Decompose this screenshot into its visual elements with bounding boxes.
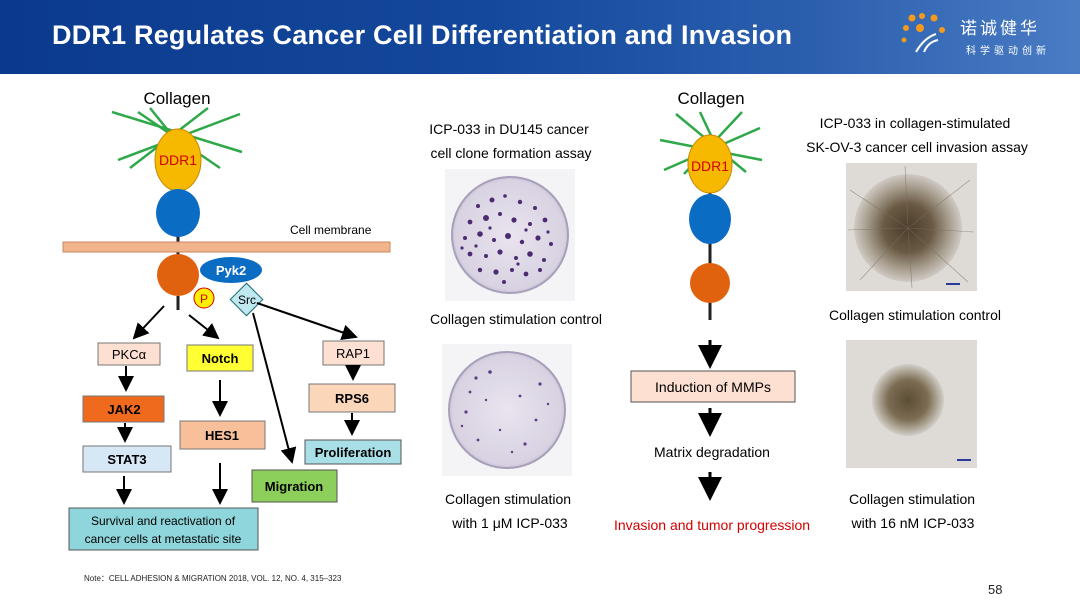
rap1-box (322, 340, 385, 366)
pkc-label: PKCα (112, 347, 147, 362)
brand-logo: 诺诚健华 科学驱动创新 (900, 12, 1070, 62)
pkc-box (97, 342, 161, 366)
brand-mark-icon (901, 13, 945, 53)
pathway-diagram: Collagen DDR1 Cell membrane Pyk2 P Src P… (62, 89, 1028, 551)
proliferation-label: Proliferation (315, 445, 392, 460)
clone-treated-label-line1: Collagen stimulation (445, 491, 571, 507)
phospho-node (193, 287, 215, 309)
clone-control-label: Collagen stimulation control (430, 311, 602, 327)
survival-box (68, 507, 259, 551)
invasion-assay-title-line1: ICP-033 in collagen-stimulated (820, 115, 1011, 131)
left-ddr1-label: DDR1 (159, 152, 197, 168)
jak2-label: JAK2 (107, 402, 140, 417)
jak2-box (82, 395, 165, 423)
invasion-treated-label-line1: Collagen stimulation (849, 491, 975, 507)
brand-slogan: 科学驱动创新 (966, 46, 1050, 57)
invasion-label: Invasion and tumor progression (614, 517, 810, 533)
left-kinase-domain (157, 254, 199, 296)
phospho-label: P (200, 292, 208, 306)
pyk2-label: Pyk2 (216, 263, 246, 278)
invasion-treated-label-line2: with 16 nM ICP-033 (851, 515, 975, 531)
clone-treated-image (442, 344, 572, 476)
invasion-treated-image (846, 340, 977, 468)
cell-membrane (62, 241, 391, 253)
clone-treated-label-line2: with 1 μM ICP-033 (451, 515, 568, 531)
arrow-to-migration (252, 312, 297, 464)
stat3-label: STAT3 (107, 452, 146, 467)
mmps-label: Induction of MMPs (655, 379, 771, 395)
citation-note: Note：CELL ADHESION & MIGRATION 2018, VOL… (84, 574, 342, 583)
right-ddr1-label: DDR1 (691, 158, 729, 174)
invasion-control-image (846, 163, 977, 291)
pyk2-node (200, 257, 262, 283)
right-ddr1-domain (687, 134, 733, 194)
mmps-box (630, 370, 796, 403)
left-collagen-label: Collagen (143, 89, 210, 108)
clone-assay-title-line2: cell clone formation assay (430, 145, 591, 161)
rps6-label: RPS6 (335, 391, 369, 406)
survival-label-line2: cancer cells at metastatic site (85, 532, 242, 546)
clone-control-image (445, 169, 575, 301)
right-collagen-label: Collagen (677, 89, 744, 108)
slide-title: DDR1 Regulates Cancer Cell Differentiati… (52, 20, 793, 50)
clone-assay-title-line1: ICP-033 in DU145 cancer (429, 121, 589, 137)
matrix-label: Matrix degradation (654, 444, 770, 460)
invasion-control-label: Collagen stimulation control (829, 307, 1001, 323)
right-receptor-blue-domain (689, 194, 731, 244)
cell-membrane-label: Cell membrane (290, 223, 372, 237)
proliferation-box (304, 439, 402, 465)
brand-name: 诺诚健华 (960, 19, 1040, 39)
notch-label: Notch (202, 351, 239, 366)
hes1-label: HES1 (205, 428, 239, 443)
invasion-assay-title-line2: SK-OV-3 cancer cell invasion assay (806, 139, 1028, 155)
src-label: Src (238, 293, 256, 307)
migration-box (251, 469, 338, 503)
rap1-label: RAP1 (336, 346, 370, 361)
header-bar: DDR1 Regulates Cancer Cell Differentiati… (0, 0, 1080, 74)
stat3-box (82, 445, 172, 473)
page-number: 58 (988, 582, 1003, 597)
hes1-box (179, 420, 266, 450)
arrow-to-notch (188, 314, 220, 340)
arrow-to-pkc (132, 305, 165, 340)
migration-label: Migration (265, 479, 324, 494)
src-node (229, 282, 264, 317)
rps6-box (308, 383, 396, 413)
survival-label-line1: Survival and reactivation of (91, 514, 236, 528)
right-kinase-domain (690, 263, 730, 303)
arrow-to-rap1 (256, 302, 358, 341)
notch-box (186, 344, 254, 372)
left-receptor-blue-domain (156, 189, 200, 237)
